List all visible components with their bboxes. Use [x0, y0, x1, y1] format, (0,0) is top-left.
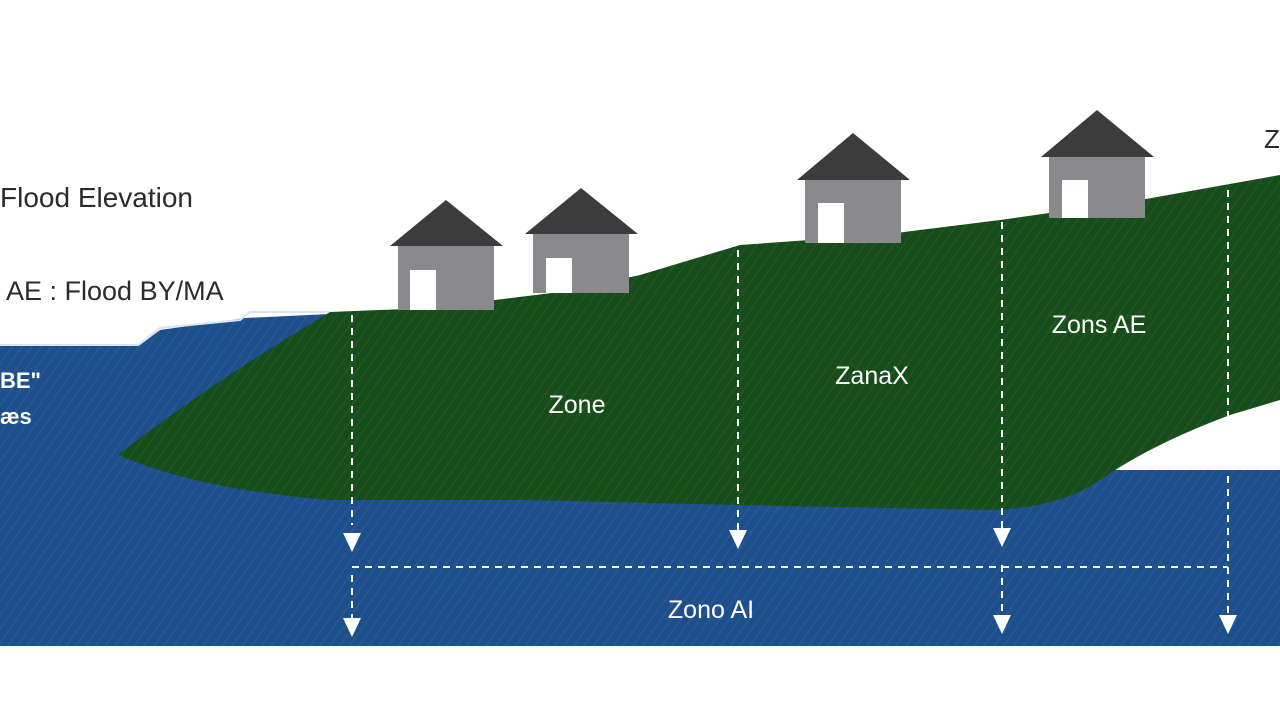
- house-roof: [797, 133, 910, 180]
- house-2: [525, 188, 638, 293]
- legend-label: AE : Flood BY/MA: [6, 276, 224, 306]
- house-door: [818, 203, 844, 243]
- corner-label: Z: [1264, 124, 1280, 154]
- arrowhead-4: [343, 618, 361, 637]
- house-1: [390, 200, 503, 310]
- zone-label-3: Zons AE: [1052, 311, 1147, 339]
- water-label-line2: æs: [0, 404, 32, 429]
- zone-label-bottom: Zono AI: [668, 596, 754, 624]
- house-door: [1062, 180, 1088, 218]
- arrowhead-5: [993, 615, 1011, 634]
- zone-label-1: Zone: [549, 391, 606, 419]
- arrowhead-2: [729, 530, 747, 549]
- house-roof: [1041, 110, 1154, 157]
- arrowhead-6: [1219, 615, 1237, 634]
- house-roof: [525, 188, 638, 234]
- water-label-line1: BE": [0, 368, 41, 393]
- arrowhead-1: [343, 533, 361, 552]
- arrowhead-3: [993, 528, 1011, 547]
- house-roof: [390, 200, 503, 246]
- hatch-overlay: [0, 170, 1280, 646]
- house-4: [1041, 110, 1154, 218]
- house-door: [410, 270, 436, 310]
- house-door: [546, 258, 572, 293]
- zone-label-2: ZanaX: [835, 362, 909, 390]
- house-3: [797, 133, 910, 243]
- diagram-title: Flood Elevation: [0, 182, 193, 213]
